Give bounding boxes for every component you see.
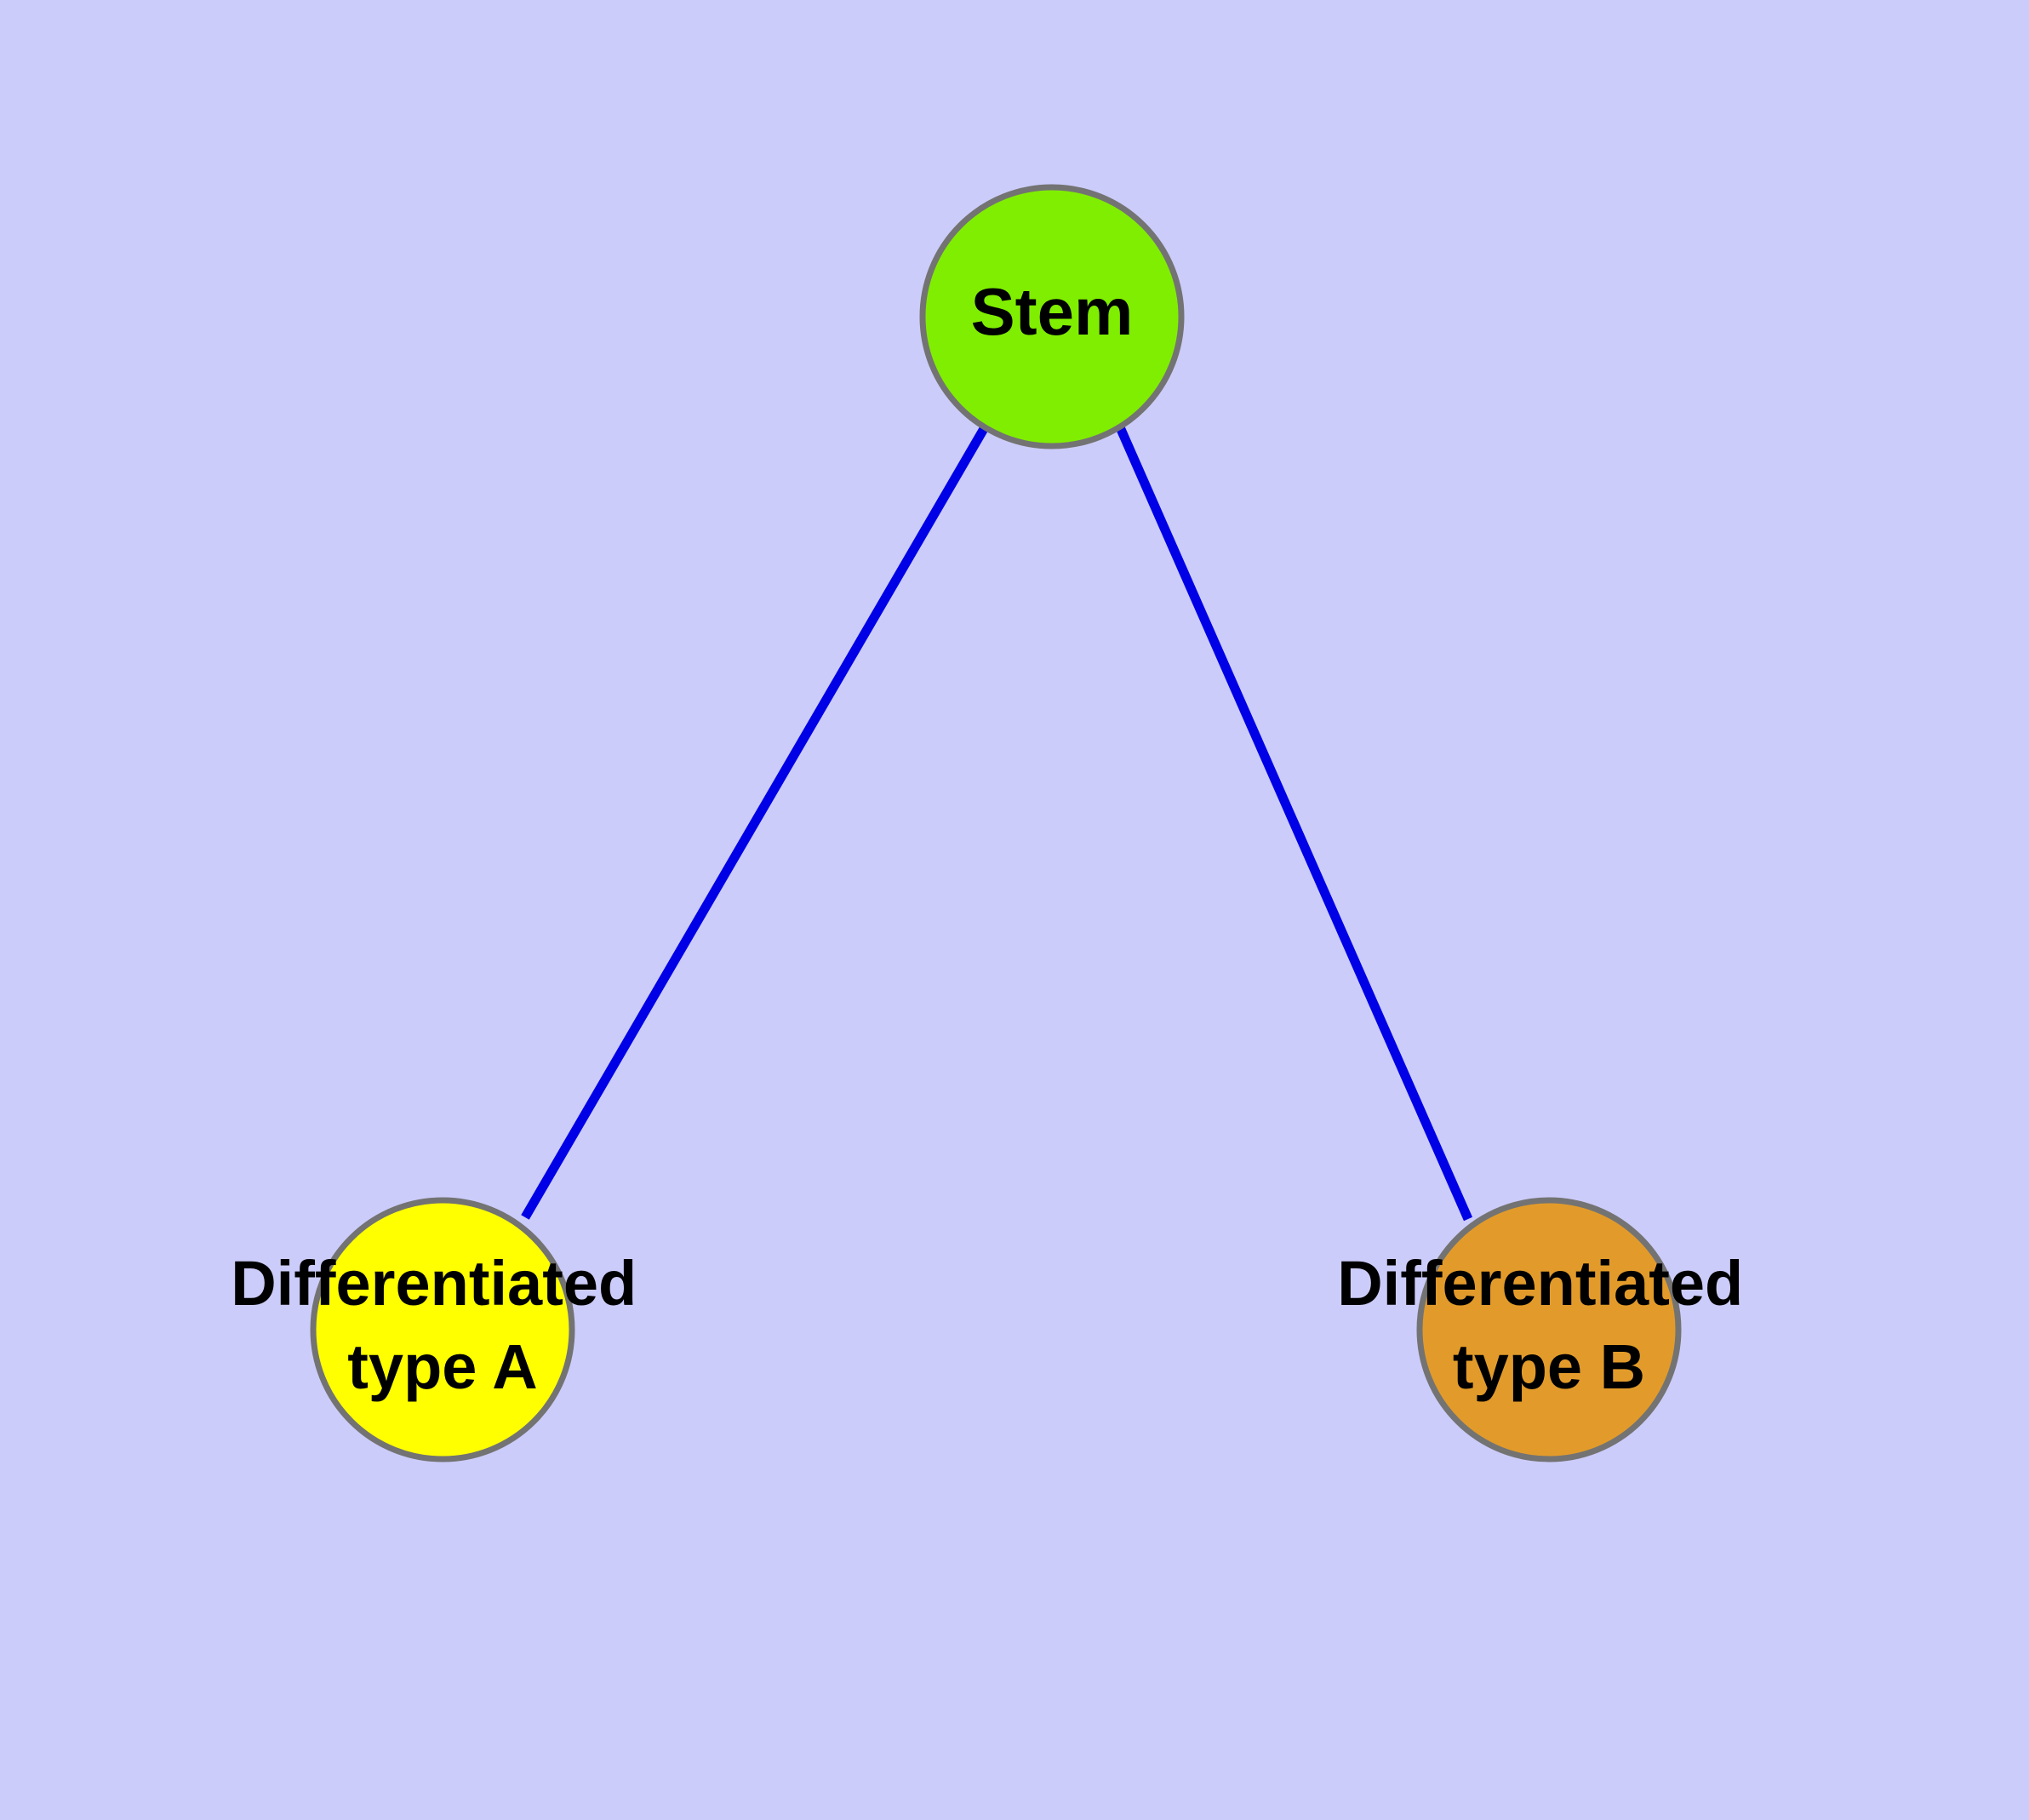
edge-stem-to-diff-a[interactable] [521, 425, 989, 1220]
node-diff-b[interactable] [1416, 1197, 1682, 1462]
node-diff-b-label: Differentiated type B [1337, 1247, 1761, 1401]
edge-stem-to-diff-b[interactable] [1115, 425, 1473, 1222]
node-diff-a-label: Differentiated type A [231, 1247, 654, 1401]
label-layer: Stem Differentiated type A Differentiate… [231, 274, 1761, 1402]
node-stem-label: Stem [971, 274, 1134, 349]
node-diff-b-circle[interactable] [1416, 1197, 1682, 1462]
node-diff-b-label-line-1: Differentiated [1337, 1247, 1743, 1318]
node-diff-a-label-line-1: Differentiated [231, 1247, 637, 1318]
node-layer [310, 184, 1682, 1462]
node-diff-a-label-line-2: type A [347, 1331, 537, 1402]
node-diff-a[interactable] [310, 1197, 575, 1462]
node-stem-label-line-1: Stem [971, 274, 1134, 349]
edge-layer [521, 425, 1473, 1222]
node-stem[interactable] [919, 184, 1185, 449]
node-diff-a-circle[interactable] [310, 1197, 575, 1462]
node-stem-circle[interactable] [919, 184, 1185, 449]
node-diff-b-label-line-2: type B [1453, 1331, 1645, 1402]
